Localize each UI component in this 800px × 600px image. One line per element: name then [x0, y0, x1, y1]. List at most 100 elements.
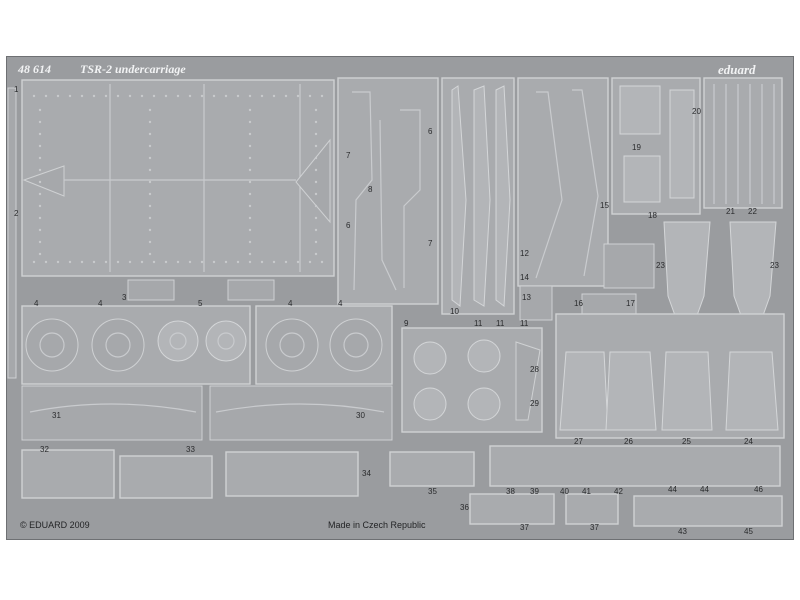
parts-24-27-doors	[555, 313, 785, 439]
rivet	[38, 240, 42, 244]
rivet	[248, 216, 252, 220]
rivet	[56, 260, 60, 264]
part-number-label: 19	[632, 143, 641, 152]
rivet	[68, 260, 72, 264]
parts-6-7-8	[337, 77, 439, 305]
part-number-label: 11	[496, 319, 505, 328]
rivet	[260, 260, 264, 264]
part-number-label: 44	[668, 485, 677, 494]
parts-9-28-29	[401, 327, 543, 433]
rivet	[308, 260, 312, 264]
rivet	[38, 156, 42, 160]
set-title: TSR-2 undercarriage	[80, 62, 186, 76]
wheel-disc	[25, 318, 79, 372]
rivet	[308, 94, 312, 98]
copyright-text: © EDUARD 2009	[20, 520, 90, 530]
part-number-label: 5	[198, 299, 203, 308]
part-number-label: 41	[582, 487, 591, 496]
rivet	[104, 260, 108, 264]
part-number-label: 44	[700, 485, 709, 494]
rivet	[212, 94, 216, 98]
rivet	[148, 132, 152, 136]
part-number-label: 2	[14, 209, 19, 218]
part-number-label: 4	[98, 299, 103, 308]
part-number-label: 25	[682, 437, 691, 446]
rivet	[212, 260, 216, 264]
rivet	[152, 260, 156, 264]
rivet	[314, 168, 318, 172]
rivet	[314, 132, 318, 136]
rivet	[104, 94, 108, 98]
rivet	[200, 94, 204, 98]
rivet	[38, 216, 42, 220]
part-number-label: 16	[574, 299, 583, 308]
rivet	[248, 240, 252, 244]
part-number-label: 33	[186, 445, 195, 454]
rivet	[314, 240, 318, 244]
rivet	[38, 204, 42, 208]
rivet	[148, 204, 152, 208]
part-number-label: 36	[460, 503, 469, 512]
rivet	[248, 120, 252, 124]
part-number-label: 32	[40, 445, 49, 454]
part-33	[119, 455, 213, 499]
rivet	[32, 260, 36, 264]
part-number-label: 26	[624, 437, 633, 446]
part-number-label: 35	[428, 487, 437, 496]
part-number-label: 28	[530, 365, 539, 374]
rivet	[80, 94, 84, 98]
rivet	[248, 108, 252, 112]
rivet	[296, 94, 300, 98]
part-number-label: 13	[522, 293, 531, 302]
rivet	[38, 120, 42, 124]
rivet	[248, 168, 252, 172]
rivet	[148, 240, 152, 244]
part-number-label: 17	[626, 299, 635, 308]
rivet	[248, 144, 252, 148]
rivet	[314, 204, 318, 208]
rivet	[224, 260, 228, 264]
part-number-label: 11	[520, 319, 529, 328]
part-number-label: 42	[614, 487, 623, 496]
part-3-left	[127, 279, 175, 301]
wheel-center	[217, 332, 235, 350]
part-number-label: 10	[450, 307, 459, 316]
part-number-label: 7	[346, 151, 351, 160]
rivet	[272, 94, 276, 98]
part-number-label: 4	[34, 299, 39, 308]
part-number-label: 31	[52, 411, 61, 420]
rivet	[314, 144, 318, 148]
rivet	[56, 94, 60, 98]
part-number-label: 20	[692, 107, 701, 116]
rivet	[32, 94, 36, 98]
rivet	[38, 228, 42, 232]
rivet	[314, 156, 318, 160]
part-number-label: 24	[744, 437, 753, 446]
rivet	[38, 180, 42, 184]
rivet	[92, 94, 96, 98]
rivet	[38, 132, 42, 136]
part-32	[21, 449, 115, 499]
rivet	[248, 204, 252, 208]
rivet	[38, 192, 42, 196]
rivet	[44, 260, 48, 264]
rivet	[164, 260, 168, 264]
rivet	[148, 156, 152, 160]
rivet	[284, 260, 288, 264]
part-35	[389, 451, 475, 487]
rivet	[116, 260, 120, 264]
rivet	[128, 260, 132, 264]
rivet	[314, 180, 318, 184]
parts-4-5-wheels	[21, 305, 393, 385]
part-37	[565, 493, 619, 525]
part-number-label: 39	[530, 487, 539, 496]
part-number-label: 43	[678, 527, 687, 536]
part-number-label: 45	[744, 527, 753, 536]
rivet	[248, 132, 252, 136]
rivet	[148, 228, 152, 232]
rivet	[140, 94, 144, 98]
part-number-label: 27	[574, 437, 583, 446]
rivet	[248, 228, 252, 232]
rivet	[320, 94, 324, 98]
panel-rivets	[32, 94, 324, 264]
